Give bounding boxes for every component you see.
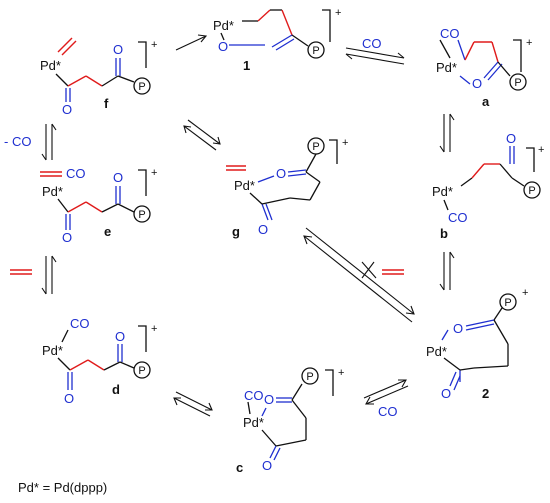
arrow-e-d-equilibrium: [41, 255, 57, 295]
compound-b-label: b: [440, 226, 448, 241]
compound-f-pd: Pd*: [40, 58, 61, 73]
compound-2: P + O Pd* O 2: [426, 287, 528, 401]
compound-c-label: c: [236, 460, 243, 475]
compound-b-phosphorus-circle: [523, 181, 541, 199]
compound-e-co: CO: [66, 166, 86, 181]
compound-c: CO Pd* O P + O c: [236, 367, 344, 475]
compound-d-oxygen-2: O: [115, 329, 125, 344]
compound-d-label: d: [112, 382, 120, 397]
compound-2-charge: +: [522, 287, 528, 299]
compound-2-label: 2: [482, 386, 489, 401]
compound-b-co: CO: [448, 210, 468, 225]
reagent-co-bottom: CO: [378, 404, 398, 419]
compound-2-phosphorus: P: [504, 297, 511, 309]
reagent-ethylene-left: [10, 269, 32, 275]
footnote-pd-definition: Pd* = Pd(dppp): [18, 480, 107, 495]
arrow-2-c-equilibrium: [363, 379, 409, 405]
compound-a-charge: +: [526, 37, 532, 49]
compound-d-phosphorus-circle: [133, 361, 151, 379]
compound-b-pd: Pd*: [432, 184, 453, 199]
compound-c-pd: Pd*: [243, 415, 264, 430]
compound-2-phosphorus-circle: [499, 293, 517, 311]
compound-e-oxygen-1: O: [62, 230, 72, 245]
compound-f-label: f: [104, 96, 109, 111]
compound-a-phosphorus: P: [514, 77, 521, 89]
compound-e-label: e: [104, 224, 111, 239]
compound-f-oxygen-1: O: [62, 102, 72, 117]
compound-f-phosphorus: P: [138, 81, 145, 93]
compound-f: Pd* O O P + f: [40, 37, 157, 117]
arrow-f-e-equilibrium: [41, 123, 57, 161]
compound-d-oxygen-1: O: [64, 391, 74, 406]
compound-g-phosphorus-circle: [307, 137, 325, 155]
arrow-1-a-equilibrium: [345, 47, 405, 65]
arrow-c-d-equilibrium: [173, 391, 213, 417]
compound-2-oxygen-2: O: [441, 386, 451, 401]
compound-d-phosphorus: P: [138, 365, 145, 377]
compound-e-oxygen-2: O: [113, 170, 123, 185]
compound-c-phosphorus: P: [306, 371, 313, 383]
compound-d-charge: +: [151, 323, 157, 335]
compound-d-pd: Pd*: [42, 343, 63, 358]
compound-c-charge: +: [338, 367, 344, 379]
arrow-b-2-equilibrium: [439, 251, 455, 291]
compound-d-co: CO: [70, 316, 90, 331]
compound-2-oxygen-1: O: [453, 321, 463, 336]
compound-c-phosphorus-circle: [301, 367, 319, 385]
compound-g-phosphorus: P: [312, 141, 319, 153]
reagent-minus-co: - CO: [4, 134, 31, 149]
compound-e-phosphorus: P: [138, 209, 145, 221]
compound-c-oxygen-1: O: [264, 392, 274, 407]
arrow-f-g-equilibrium: [183, 119, 221, 151]
compound-1-phosphorus: P: [312, 45, 319, 57]
compound-b-oxygen: O: [506, 131, 516, 146]
arrow-a-b-equilibrium: [439, 113, 455, 153]
compound-g-oxygen-1: O: [258, 222, 268, 237]
reagent-ethylene-crossed: [361, 261, 404, 279]
compound-a-co: CO: [440, 26, 460, 41]
compound-1-phosphorus-circle: [307, 41, 325, 59]
compound-e-pd: Pd*: [42, 184, 63, 199]
compound-b: Pd* O P + CO b: [432, 131, 544, 241]
compound-d: CO Pd* O O P + d: [42, 316, 157, 406]
compound-b-phosphorus: P: [528, 185, 535, 197]
compound-2-pd: Pd*: [426, 344, 447, 359]
compound-a-oxygen: O: [472, 76, 482, 91]
compound-a-pd: Pd*: [436, 60, 457, 75]
reagent-co-top: CO: [362, 36, 382, 51]
compound-c-co: CO: [244, 388, 264, 403]
arrow-f-to-1: [175, 34, 208, 51]
compound-b-charge: +: [538, 144, 544, 156]
compound-g: Pd* O O P + g: [226, 137, 348, 239]
compound-e-phosphorus-circle: [133, 205, 151, 223]
compound-1: Pd* O P + 1: [213, 7, 341, 73]
arrow-g-2-equilibrium: [303, 227, 415, 323]
compound-g-oxygen-2: O: [276, 166, 286, 181]
compound-a: CO Pd* O P + a: [436, 26, 532, 109]
compound-f-charge: +: [151, 39, 157, 51]
compound-e-charge: +: [151, 167, 157, 179]
compound-1-label: 1: [243, 58, 250, 73]
compound-a-phosphorus-circle: [509, 73, 527, 91]
compound-g-charge: +: [342, 137, 348, 149]
compound-f-phosphorus-circle: [133, 77, 151, 95]
compound-f-oxygen-2: O: [113, 42, 123, 57]
compound-1-oxygen: O: [218, 39, 228, 54]
compound-1-pd: Pd*: [213, 18, 234, 33]
compound-g-label: g: [232, 224, 240, 239]
compound-a-label: a: [482, 94, 490, 109]
compound-e: CO Pd* O O P + e: [40, 166, 157, 245]
compound-g-pd: Pd*: [234, 178, 255, 193]
compound-1-charge: +: [335, 7, 341, 19]
compound-c-oxygen-2: O: [262, 458, 272, 473]
